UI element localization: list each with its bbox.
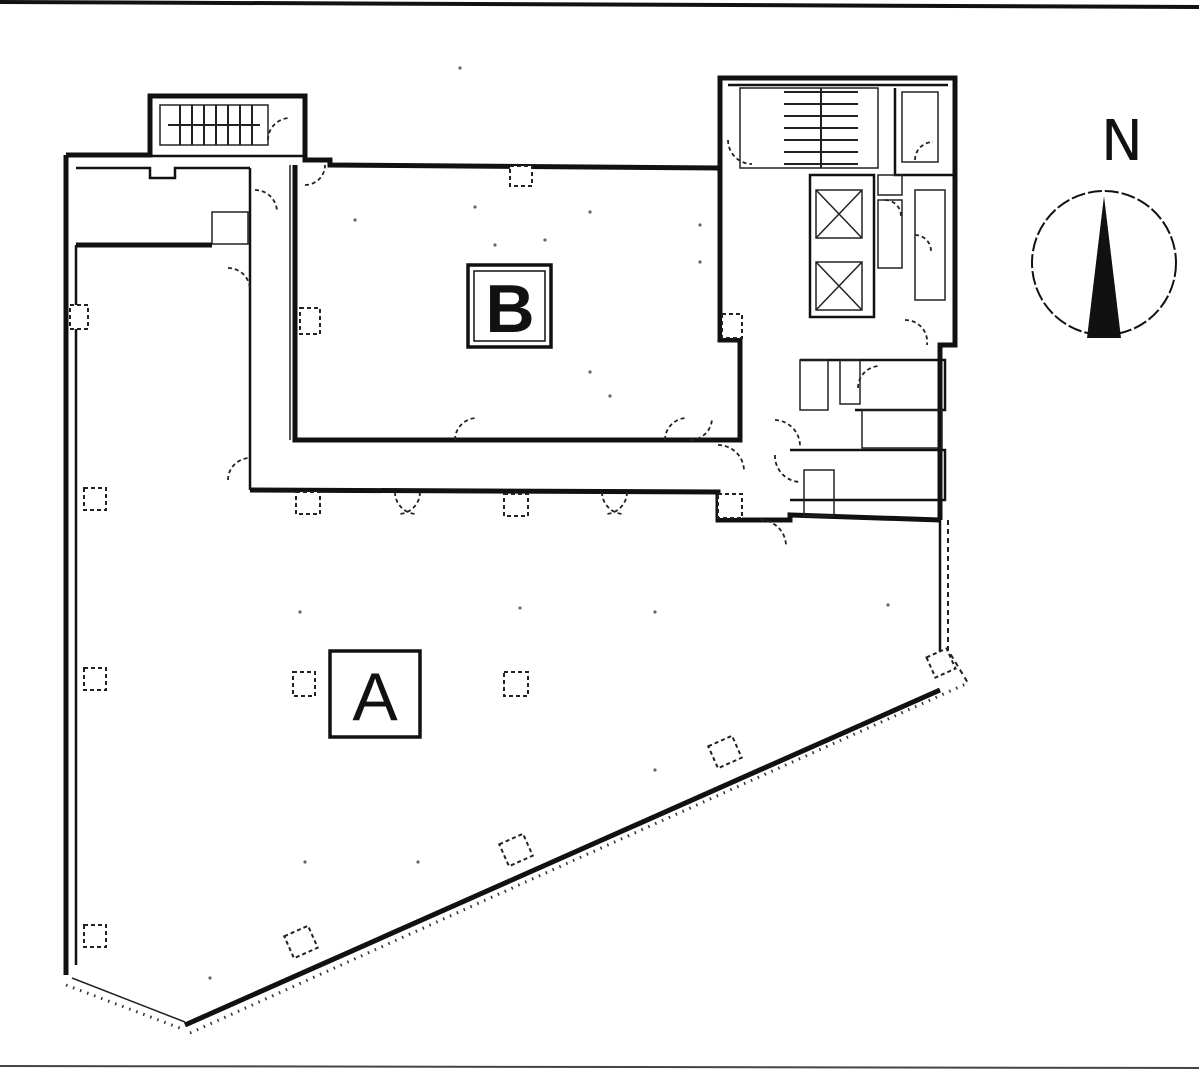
room-label-a: A bbox=[328, 649, 422, 739]
nw-wing-walls bbox=[76, 164, 326, 490]
north-label: N bbox=[1101, 109, 1143, 174]
north-compass: N bbox=[1031, 109, 1177, 338]
corridor-walls bbox=[249, 444, 941, 547]
scan-bottom-border bbox=[0, 1065, 1199, 1069]
north-arrow-icon bbox=[1087, 196, 1121, 338]
scan-top-border bbox=[0, 0, 1199, 9]
columns-room-a bbox=[69, 304, 957, 960]
room-label-b: B bbox=[466, 263, 553, 349]
stair-nw bbox=[148, 94, 307, 158]
room-b-walls bbox=[292, 165, 743, 443]
scan-specks bbox=[208, 66, 890, 980]
room-a-name: A bbox=[352, 659, 398, 735]
ne-core bbox=[727, 87, 955, 517]
room-b-name: B bbox=[485, 271, 534, 347]
